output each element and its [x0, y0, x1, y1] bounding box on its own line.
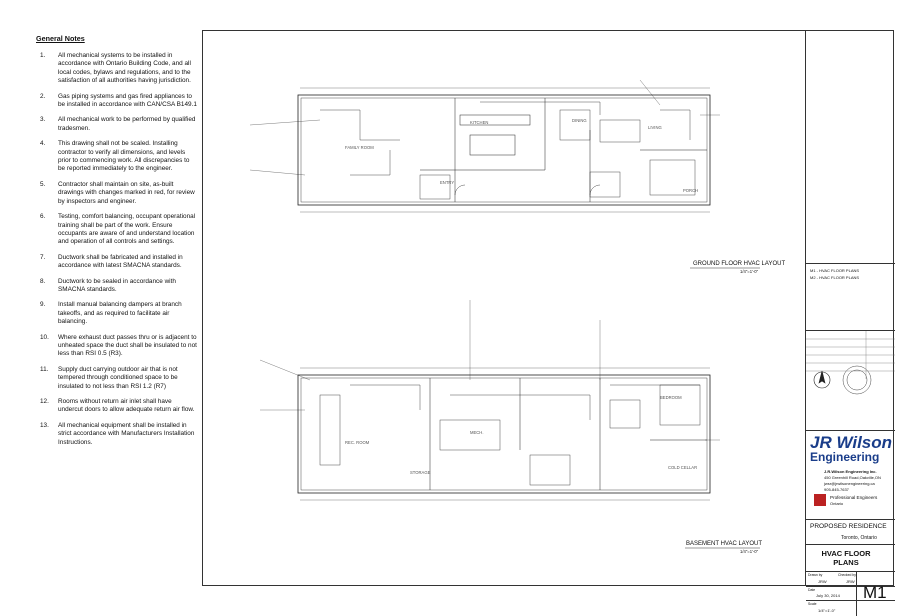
firm-logo: JR Wilson — [810, 433, 893, 452]
basement-label: BASEMENT HVAC LAYOUT — [686, 541, 763, 547]
date-row: Date July 30, 2014 — [806, 586, 895, 600]
note-number: 13. — [40, 421, 49, 429]
note-number: 10. — [40, 333, 49, 341]
note-text: This drawing shall not be scaled. Instal… — [58, 140, 190, 173]
floor-plans-drawing — [249, 79, 872, 549]
sheet-title-block: HVAC FLOOR PLANS — [806, 544, 895, 571]
note-text: Ductwork to be sealed in accordance with… — [58, 277, 176, 293]
note-text: Rooms without return air inlet shall hav… — [58, 398, 195, 414]
general-note: 4. This drawing shall not be scaled. Inst… — [18, 140, 198, 174]
drawing-sheet — [202, 30, 894, 586]
ground-floor-plan — [249, 79, 720, 213]
basement-floor-plan — [259, 300, 720, 501]
revision-table — [806, 330, 895, 385]
room-label: ENTRY — [440, 180, 455, 185]
basement-scale: 1/4"=1'-0" — [740, 549, 759, 554]
note-text: Install manual balancing dampers at bran… — [58, 301, 182, 326]
general-notes: General Notes 1. All mechanical systems t… — [18, 26, 198, 454]
room-label: PORCH — [683, 188, 699, 193]
note-text: Supply duct carrying outdoor air that is… — [58, 365, 178, 390]
pe-badge-icon — [814, 494, 826, 506]
title-block: M1 - HVAC FLOOR PLANS M2 - HVAC FLOOR PL… — [805, 30, 895, 616]
note-number: 3. — [40, 116, 46, 124]
note-number: 12. — [40, 398, 49, 405]
note-number: 6. — [40, 213, 46, 221]
room-label: REC. ROOM — [345, 440, 370, 445]
room-label: COLD CELLAR — [668, 465, 698, 470]
general-note: 8. Ductwork to be sealed in accordance wi… — [18, 278, 198, 295]
note-text: All mechanical equipment shall be instal… — [58, 421, 195, 446]
engineer-seal-icon — [842, 365, 872, 395]
note-text: Ductwork shall be fabricated and install… — [58, 253, 183, 270]
room-label: STORAGE — [410, 470, 431, 475]
note-text: Contractor shall maintain on site, as-bu… — [58, 180, 195, 205]
note-text: Gas piping systems and gas fired applian… — [58, 92, 197, 109]
sheet-number-box: M1 — [856, 571, 895, 616]
firm-logo-sub: Engineering — [810, 450, 880, 464]
room-label: MECH. — [470, 430, 484, 435]
general-note: 3. All mechanical work to be performed by… — [18, 116, 198, 133]
note-number: 11. — [40, 365, 49, 373]
drawn-by-row: Drawn by JRW Checked by JRW — [806, 571, 895, 586]
notes-title: General Notes — [36, 34, 85, 43]
room-label: BEDROOM — [660, 395, 682, 400]
general-note: 9. Install manual balancing dampers at br… — [18, 301, 198, 326]
notes-list: 1. All mechanical systems to be installed… — [18, 52, 198, 447]
drawing-index: M1 - HVAC FLOOR PLANS M2 - HVAC FLOOR PL… — [806, 263, 895, 303]
ground-floor-label: GROUND FLOOR HVAC LAYOUT — [693, 261, 786, 267]
basement-outer-wall — [297, 374, 711, 494]
ground-outer-wall — [297, 94, 711, 206]
general-note: 11. Supply duct carrying outdoor air that… — [18, 366, 198, 391]
firm-block: JR Wilson Engineering J.R.Wilson Enginee… — [806, 430, 895, 508]
note-number: 1. — [40, 52, 46, 59]
note-number: 7. — [40, 253, 46, 261]
project-block: PROPOSED RESIDENCE Toronto, Ontario — [806, 519, 895, 544]
room-label: LIVING — [648, 125, 662, 130]
room-label: FAMILY ROOM — [345, 145, 374, 150]
note-text: Testing, comfort balancing, occupant ope… — [58, 213, 196, 246]
note-text: Where exhaust duct passes thru or is adj… — [58, 333, 197, 358]
note-number: 5. — [40, 180, 46, 188]
general-note: 1. All mechanical systems to be installed… — [18, 52, 198, 86]
general-note: 12. Rooms without return air inlet shall … — [18, 398, 198, 415]
room-label: DINING — [572, 118, 587, 123]
note-text: All mechanical work to be performed by q… — [58, 116, 196, 132]
note-text: All mechanical systems to be installed i… — [58, 52, 191, 85]
sheet-number: M1 — [863, 583, 887, 602]
note-number: 2. — [40, 92, 46, 100]
note-number: 9. — [40, 301, 46, 309]
pe-logo: Professional Engineers — [830, 495, 878, 500]
general-note: 5. Contractor shall maintain on site, as-… — [18, 181, 198, 206]
room-label: KITCHEN — [470, 120, 489, 125]
note-number: 4. — [40, 140, 46, 148]
general-note: 13. All mechanical equipment shall be ins… — [18, 422, 198, 447]
general-note: 10. Where exhaust duct passes thru or is … — [18, 334, 198, 359]
general-note: 2. Gas piping systems and gas fired appli… — [18, 93, 198, 110]
north-arrow-icon — [813, 370, 831, 389]
general-note: 7. Ductwork shall be fabricated and insta… — [18, 254, 198, 271]
general-note: 6. Testing, comfort balancing, occupant o… — [18, 213, 198, 247]
ground-floor-scale: 1/4"=1'-0" — [740, 269, 759, 274]
note-number: 8. — [40, 277, 46, 285]
